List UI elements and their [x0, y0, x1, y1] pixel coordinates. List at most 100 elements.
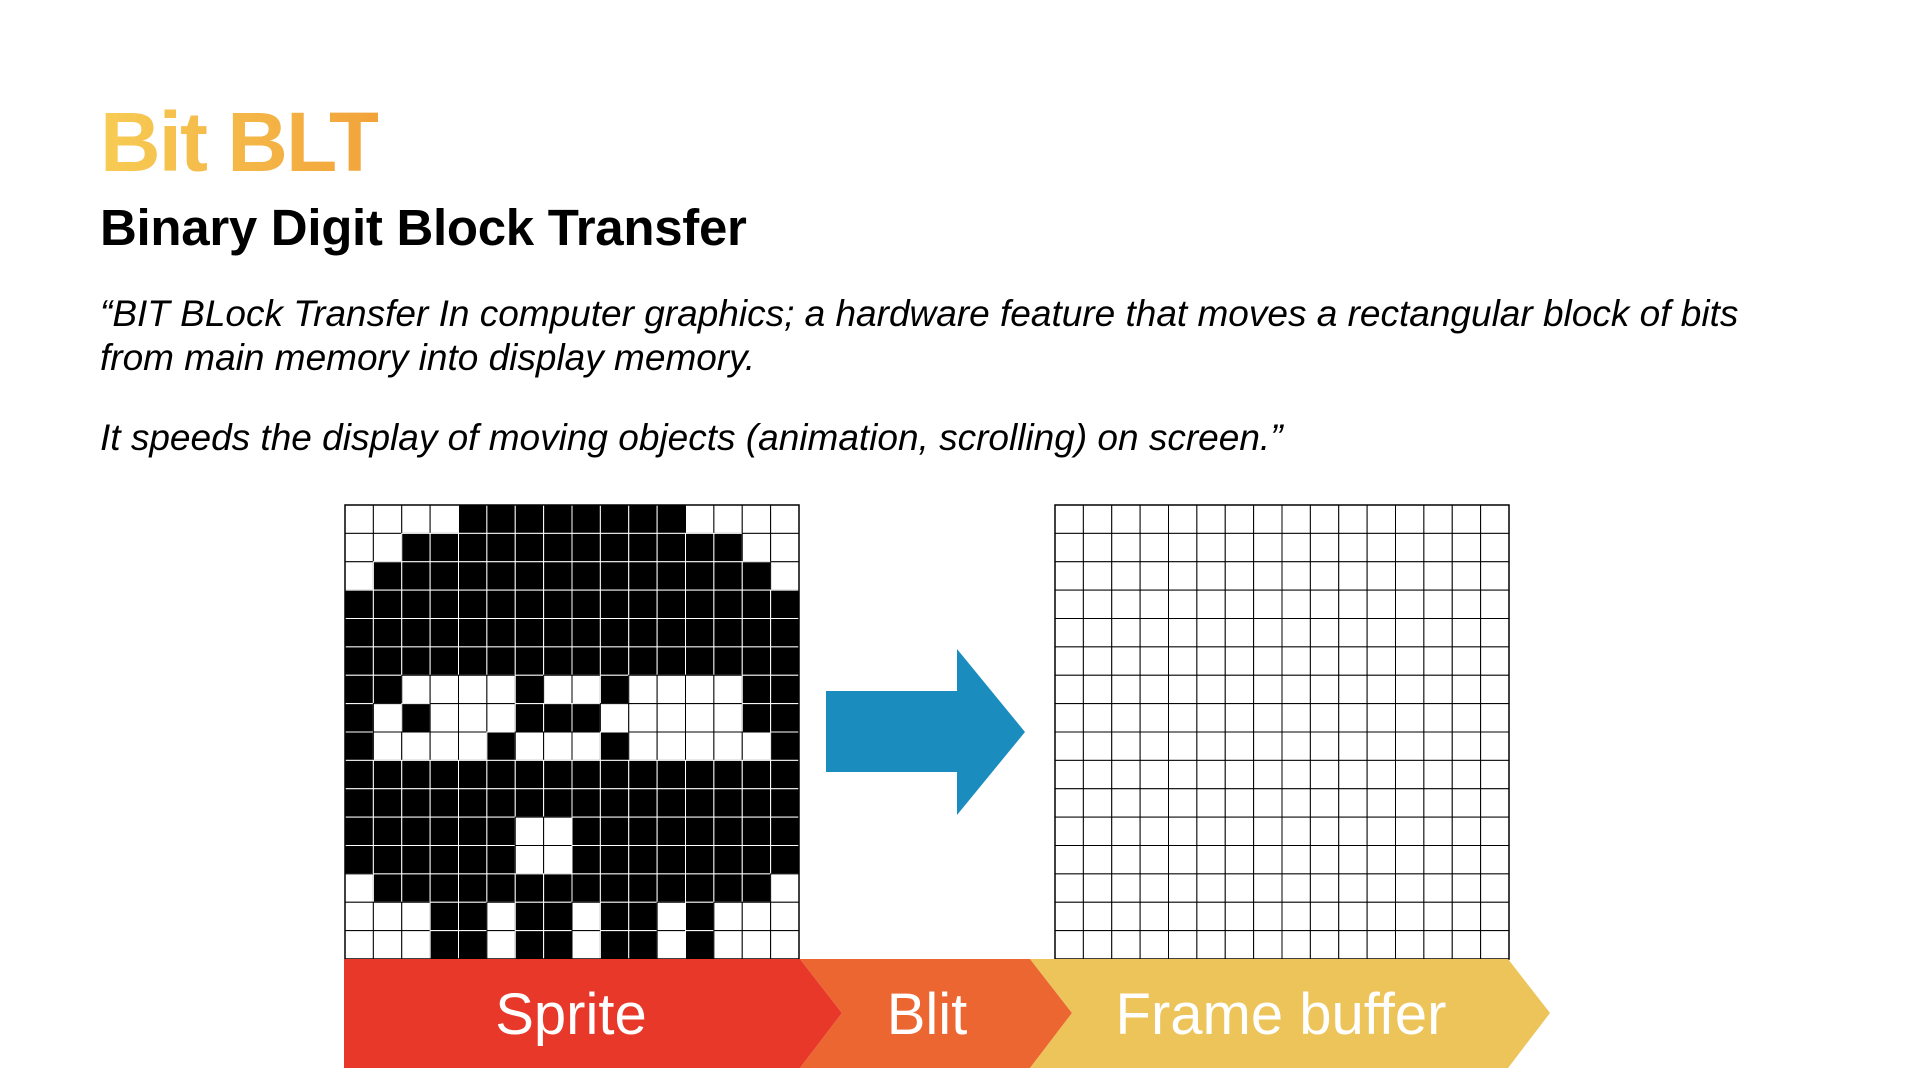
pixel-on	[401, 589, 431, 619]
pixel-off	[1451, 901, 1482, 932]
framebuffer-banner-label: Frame buffer	[1116, 982, 1447, 1047]
pixel-off	[1082, 731, 1113, 761]
pixel-off	[1082, 646, 1113, 676]
pixel-on	[741, 618, 772, 648]
pixel-on	[486, 589, 516, 619]
pixel-off	[486, 930, 516, 960]
pixel-off	[1281, 646, 1311, 676]
pixel-on	[741, 646, 772, 676]
pixel-off	[770, 873, 800, 903]
pixel-off	[1480, 532, 1510, 563]
pixel-off	[1309, 901, 1340, 932]
pixel-off	[543, 674, 573, 705]
pixel-on	[628, 930, 658, 960]
pixel-off	[685, 703, 715, 733]
pixel-off	[1224, 532, 1255, 563]
pixel-off	[1253, 646, 1283, 676]
pixel-off	[1480, 901, 1510, 932]
pixel-off	[1168, 646, 1198, 676]
pixel-on	[372, 618, 403, 648]
pixel-on	[741, 788, 772, 818]
pixel-off	[1395, 930, 1425, 960]
pixel-off	[1366, 731, 1396, 761]
pixel-off	[685, 674, 715, 705]
pixel-off	[1253, 873, 1283, 903]
pixel-on	[458, 816, 488, 846]
pixel-on	[656, 646, 686, 676]
pixel-off	[1196, 901, 1226, 932]
pixel-off	[1366, 561, 1396, 591]
pixel-on	[599, 504, 630, 534]
pixel-off	[1423, 930, 1453, 960]
pixel-off	[1338, 788, 1368, 818]
pixel-off	[1224, 589, 1255, 619]
pixel-off	[1111, 703, 1141, 733]
pixel-on	[685, 845, 715, 875]
pixel-off	[1480, 731, 1510, 761]
pixel-off	[1224, 703, 1255, 733]
pixel-off	[1338, 703, 1368, 733]
pixel-off	[401, 731, 431, 761]
pixel-off	[1168, 788, 1198, 818]
pixel-off	[1451, 930, 1482, 960]
pixel-off	[1395, 674, 1425, 705]
quote-line-2: from main memory into display memory.	[100, 337, 756, 378]
pixel-on	[713, 532, 743, 563]
pixel-off	[486, 674, 516, 705]
pixel-off	[458, 731, 488, 761]
pixel-on	[344, 618, 374, 648]
pixel-off	[1111, 561, 1141, 591]
pixel-off	[1139, 759, 1169, 790]
pixel-off	[1196, 646, 1226, 676]
pixel-on	[401, 561, 431, 591]
pixel-on	[514, 561, 545, 591]
pixel-off	[1196, 561, 1226, 591]
pixel-on	[628, 788, 658, 818]
pixel-on	[770, 845, 800, 875]
pixel-off	[656, 930, 686, 960]
framebuffer-banner	[1030, 959, 1550, 1068]
pixel-off	[741, 731, 772, 761]
pixel-off	[458, 674, 488, 705]
pixel-off	[1253, 788, 1283, 818]
pixel-off	[1196, 759, 1226, 790]
pixel-on	[599, 930, 630, 960]
pixel-off	[1111, 901, 1141, 932]
pixel-off	[1480, 816, 1510, 846]
pixel-off	[1111, 930, 1141, 960]
pixel-off	[1395, 646, 1425, 676]
pixel-off	[1451, 674, 1482, 705]
pixel-off	[1054, 561, 1084, 591]
pixel-on	[713, 646, 743, 676]
pixel-on	[599, 816, 630, 846]
pixel-off	[1082, 674, 1113, 705]
pixel-on	[656, 816, 686, 846]
pixel-on	[656, 561, 686, 591]
pixel-off	[1253, 589, 1283, 619]
pixel-on	[372, 873, 403, 903]
pixel-on	[741, 873, 772, 903]
pixel-off	[713, 930, 743, 960]
pixel-off	[1395, 589, 1425, 619]
pixel-on	[656, 845, 686, 875]
pixel-on	[344, 788, 374, 818]
pixel-on	[514, 504, 545, 534]
pixel-off	[1395, 873, 1425, 903]
pixel-off	[1082, 759, 1113, 790]
pixel-on	[599, 873, 630, 903]
pixel-on	[372, 561, 403, 591]
pixel-off	[543, 816, 573, 846]
pixel-off	[1253, 930, 1283, 960]
pixel-on	[429, 816, 459, 846]
pixel-off	[1139, 930, 1169, 960]
pixel-off	[1281, 845, 1311, 875]
pixel-off	[1366, 674, 1396, 705]
pixel-off	[1395, 618, 1425, 648]
pixel-on	[741, 845, 772, 875]
pixel-on	[458, 930, 488, 960]
pixel-off	[1224, 504, 1255, 534]
pixel-off	[372, 532, 403, 563]
pixel-off	[741, 901, 772, 932]
pixel-on	[458, 759, 488, 790]
pixel-off	[1054, 901, 1084, 932]
